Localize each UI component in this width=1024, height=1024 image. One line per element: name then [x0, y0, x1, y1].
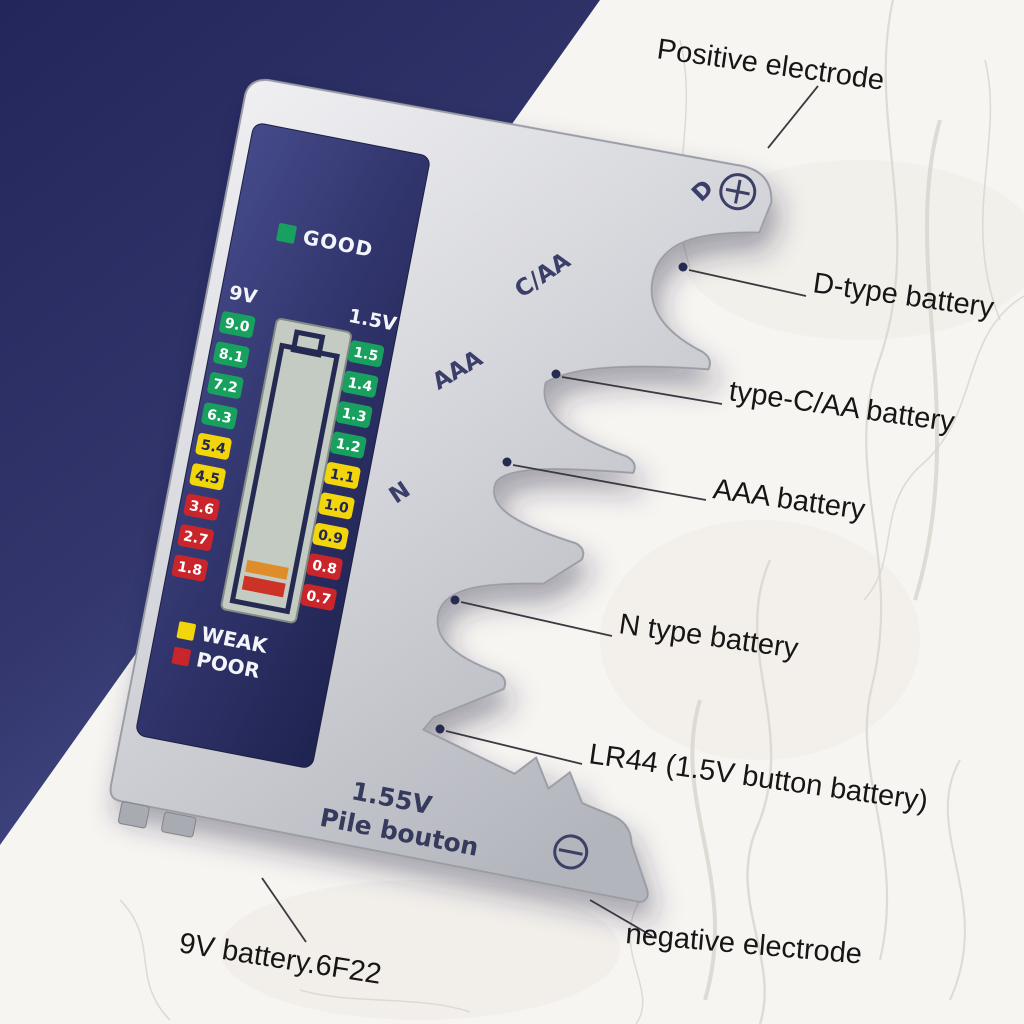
voltage-pill: 3.6 [183, 493, 220, 521]
left-scale-header: 9V [227, 282, 259, 309]
battery-tester-device: GOOD 9V 1.5V 9.0 8.1 7.2 6.3 5.4 4.5 3.6… [109, 78, 773, 904]
callout-line [561, 376, 723, 405]
callout-dot [502, 457, 512, 467]
voltage-pill: 1.3 [336, 401, 373, 428]
voltage-pill: 9.0 [219, 311, 256, 338]
voltage-value: 9.0 [223, 315, 251, 335]
voltage-value: 0.8 [311, 558, 338, 578]
voltage-value: 1.3 [340, 405, 367, 425]
positive-terminal-icon [719, 173, 757, 211]
voltage-value: 1.8 [176, 559, 203, 579]
voltage-pill: 7.2 [207, 372, 244, 399]
lcd-display: GOOD 9V 1.5V 9.0 8.1 7.2 6.3 5.4 4.5 3.6… [136, 123, 430, 768]
voltage-value: 0.9 [317, 527, 344, 547]
voltage-value: 1.0 [323, 497, 351, 517]
callout-line [767, 85, 819, 149]
voltage-pill: 1.2 [330, 431, 367, 459]
left-voltage-scale: 9.0 8.1 7.2 6.3 5.4 4.5 3.6 2.7 1.8 [171, 311, 256, 582]
voltage-value: 1.5 [352, 344, 379, 364]
voltage-pill: 8.1 [213, 341, 250, 369]
voltage-pill: 4.5 [189, 463, 226, 491]
voltage-pill: 1.0 [318, 492, 355, 520]
voltage-value: 3.6 [188, 498, 215, 518]
voltage-pill: 5.4 [195, 432, 232, 460]
voltage-pill: 1.4 [342, 370, 379, 398]
negative-terminal-icon [553, 834, 589, 870]
voltage-value: 5.4 [200, 437, 228, 457]
voltage-value: 6.3 [206, 407, 233, 427]
callout-line [460, 601, 613, 637]
marble-veins [119, 0, 1024, 1024]
weak-indicator-swatch [176, 621, 196, 641]
voltage-pill: 1.5 [347, 340, 385, 368]
voltage-value: 2.7 [182, 528, 209, 548]
callout-dot [551, 369, 561, 379]
voltage-value: 4.5 [194, 468, 221, 488]
voltage-value: 1.2 [334, 436, 361, 456]
voltage-value: 7.2 [211, 376, 238, 396]
right-voltage-scale: 1.5 1.4 1.3 1.2 1.1 1.0 0.9 0.8 0.7 [300, 340, 385, 611]
callout-line [589, 899, 653, 937]
lcd-screen [220, 317, 352, 624]
nine-v-contacts [117, 801, 197, 838]
voltage-value: 8.1 [217, 346, 244, 366]
callout-line [512, 464, 707, 501]
voltage-value: 0.7 [305, 588, 332, 608]
voltage-pill: 6.3 [201, 402, 238, 430]
voltage-pill: 0.7 [300, 583, 337, 611]
callout-line [261, 877, 307, 943]
callouts [261, 85, 819, 943]
callout-dot [435, 724, 445, 734]
battery-level-icon [229, 329, 340, 615]
voltage-value: 1.1 [328, 466, 355, 486]
voltage-pill: 0.9 [312, 522, 349, 550]
callout-line [688, 269, 807, 297]
callout-dot [450, 595, 460, 605]
callout-dot [678, 262, 688, 272]
voltage-value: 1.4 [346, 375, 374, 395]
poor-indicator-swatch [171, 646, 191, 667]
good-indicator-swatch [276, 223, 297, 244]
voltage-pill: 1.8 [171, 554, 208, 582]
callout-line [445, 730, 583, 765]
voltage-pill: 2.7 [177, 524, 214, 551]
voltage-pill: 0.8 [306, 553, 343, 581]
voltage-pill: 1.1 [324, 462, 361, 489]
